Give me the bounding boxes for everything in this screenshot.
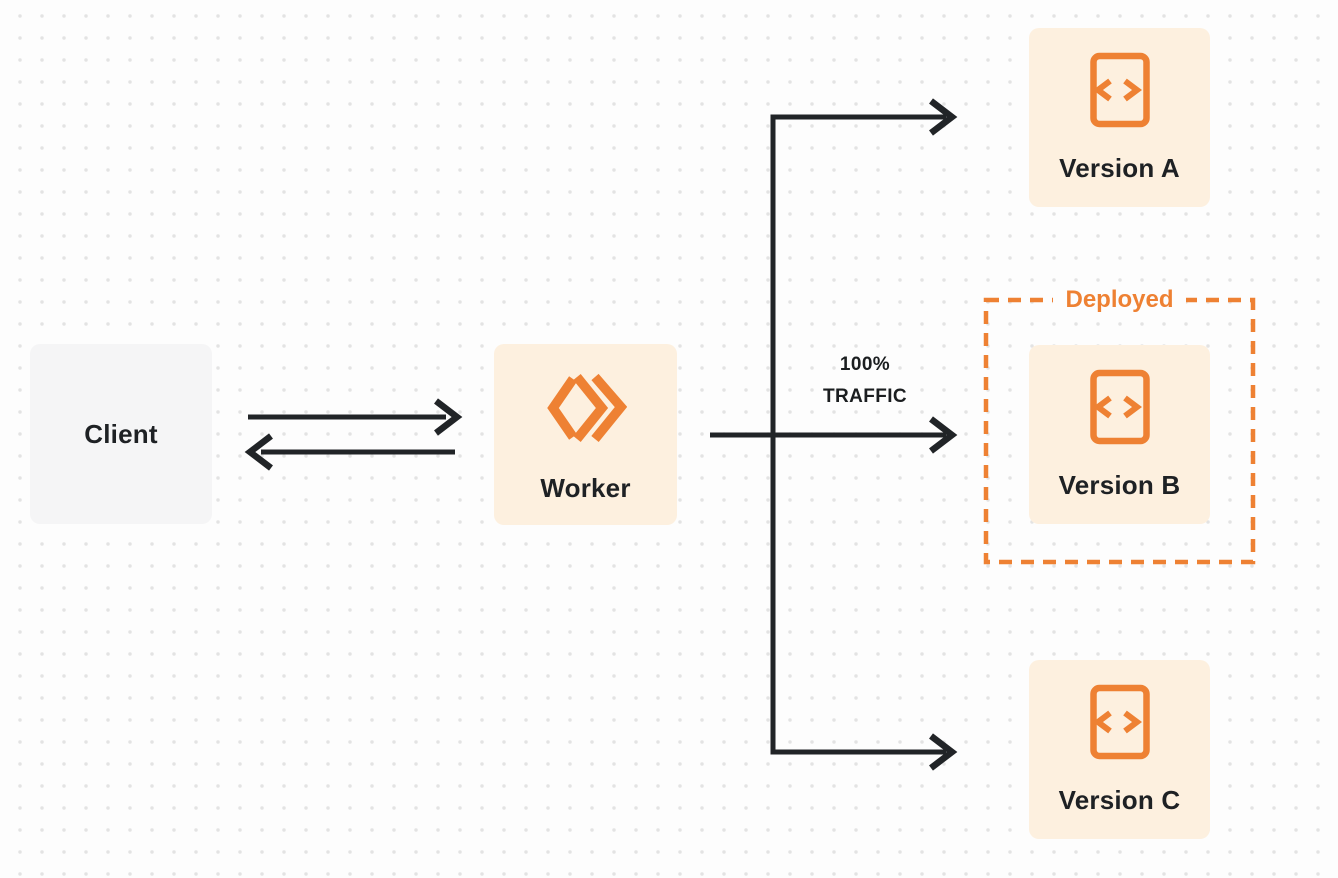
client-label: Client bbox=[84, 419, 158, 449]
deployed-tag: Deployed bbox=[986, 286, 1253, 314]
version-a-node: Version A bbox=[1029, 28, 1210, 207]
code-file-icon bbox=[1089, 52, 1150, 128]
branch-trunk bbox=[770, 114, 946, 755]
traffic-percent: 100% bbox=[839, 354, 891, 375]
worker-node: Worker bbox=[494, 344, 677, 525]
version-c-label: Version C bbox=[1058, 785, 1181, 815]
arrow-worker-to-version-c bbox=[929, 733, 958, 771]
version-a-label: Version A bbox=[1059, 153, 1180, 183]
arrow-worker-to-version-b bbox=[710, 416, 958, 454]
version-c-node: Version C bbox=[1029, 660, 1210, 839]
version-b-label: Version B bbox=[1058, 470, 1181, 500]
client-node: Client bbox=[30, 344, 212, 524]
traffic-annotation: 100% TRAFFIC bbox=[788, 349, 942, 413]
worker-label: Worker bbox=[540, 473, 631, 503]
arrow-worker-to-client bbox=[244, 433, 455, 471]
deployed-label: Deployed bbox=[1053, 286, 1186, 314]
cloudflare-workers-icon bbox=[546, 373, 627, 442]
code-file-icon bbox=[1089, 684, 1150, 760]
arrow-worker-to-version-a bbox=[929, 98, 958, 136]
traffic-word: TRAFFIC bbox=[822, 386, 908, 407]
arrow-client-to-worker bbox=[248, 398, 463, 436]
code-file-icon bbox=[1089, 369, 1150, 445]
version-b-node: Version B bbox=[1029, 345, 1210, 524]
